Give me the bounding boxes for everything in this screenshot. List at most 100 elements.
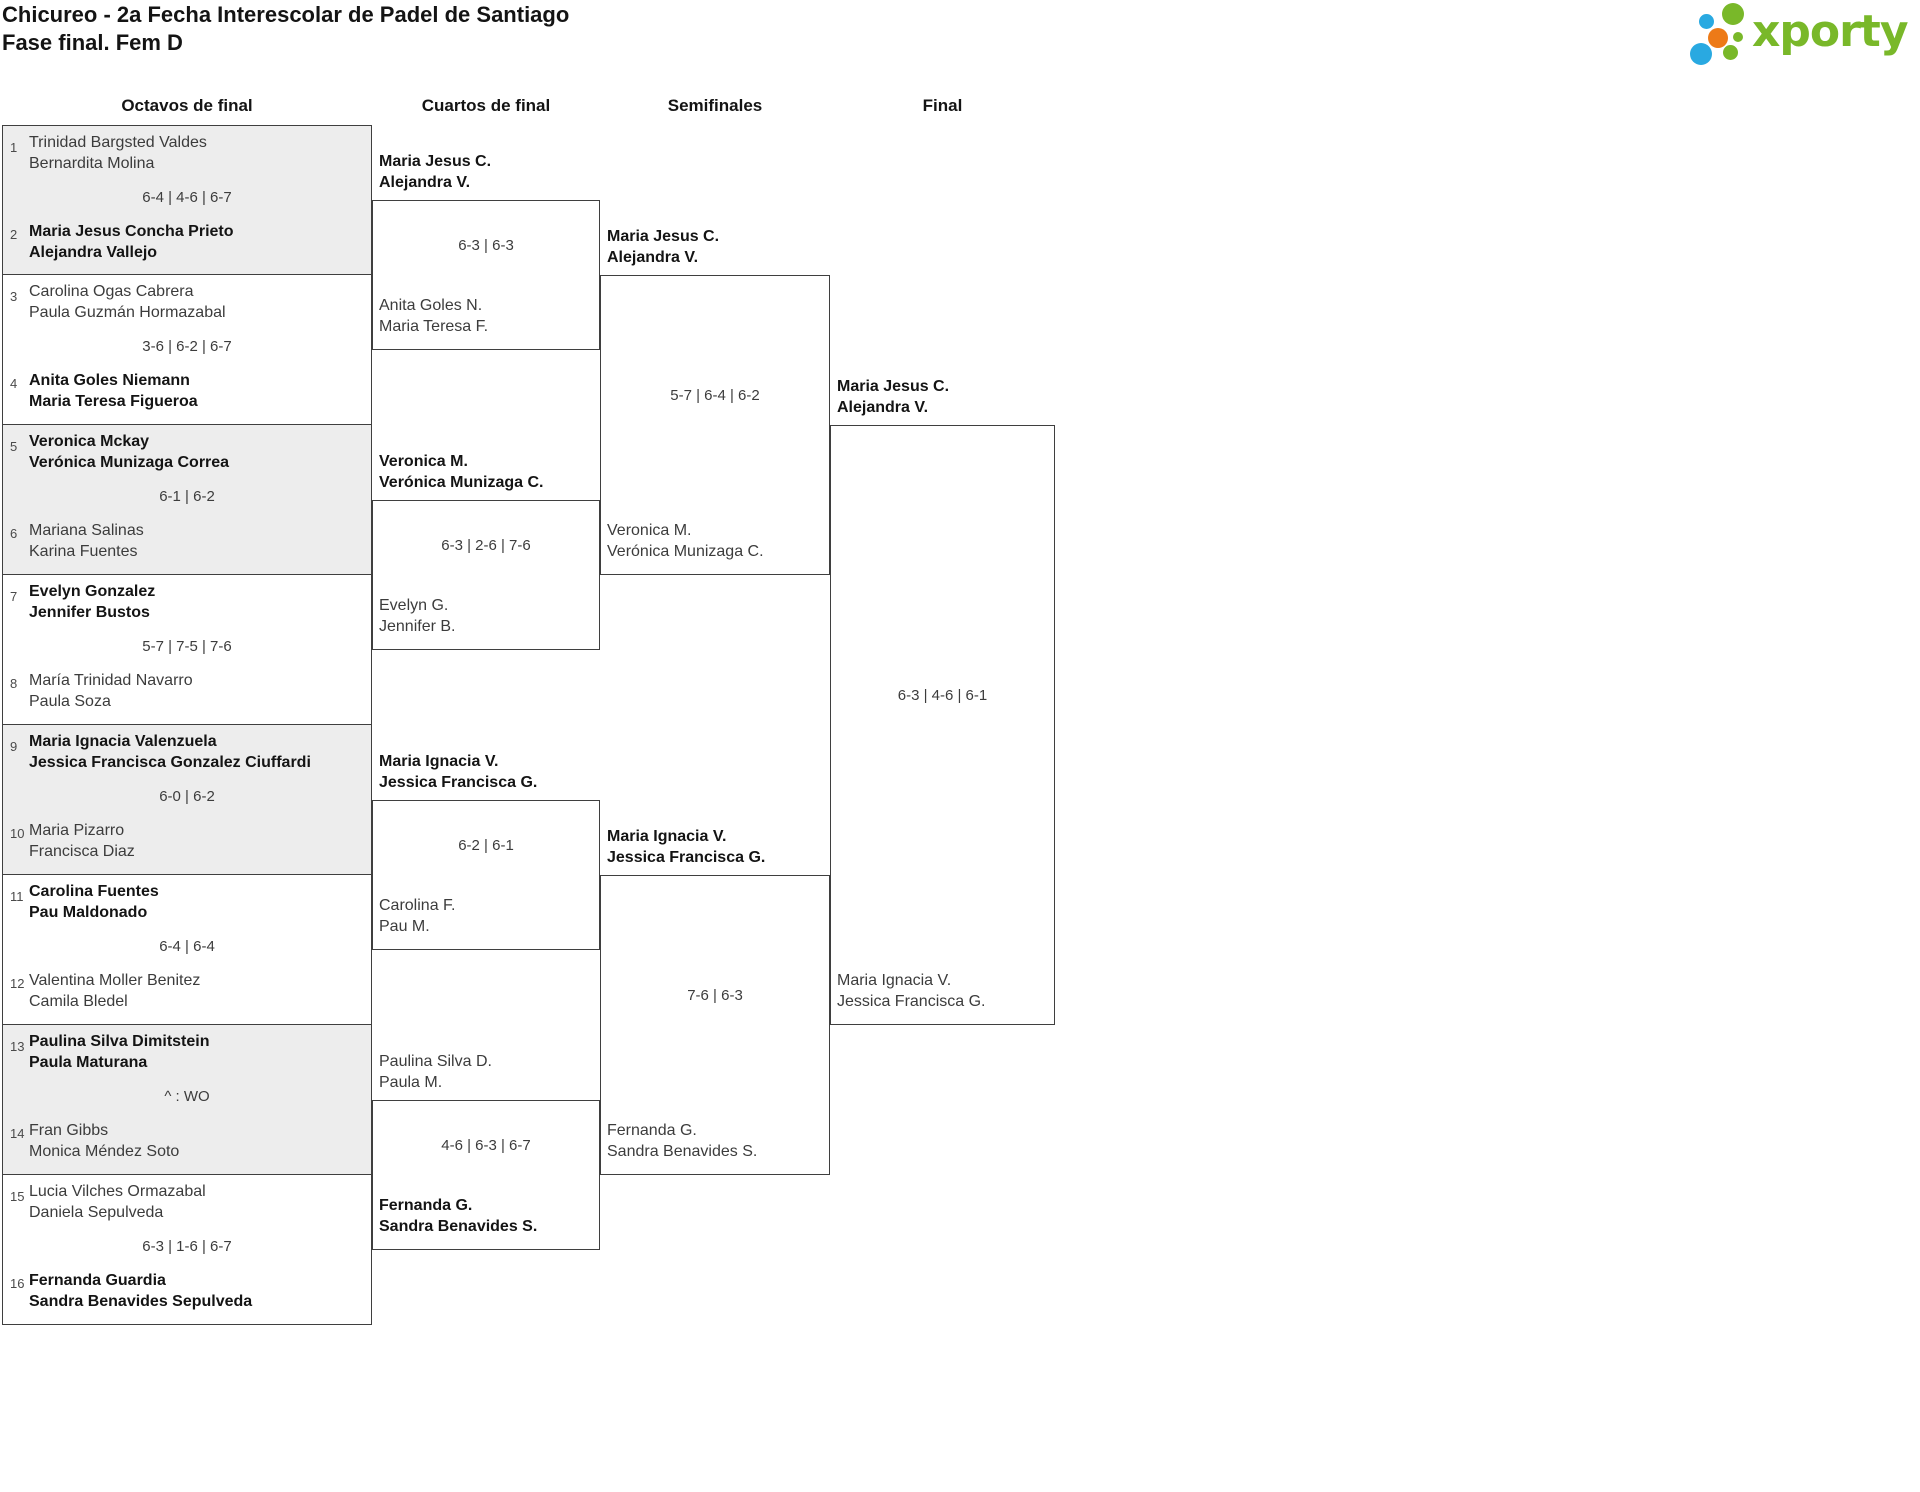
match-cuartos-de-final-3: Maria Ignacia V.Jessica Francisca G. 6-2 … — [372, 753, 600, 950]
seed-number-top: 11 — [10, 889, 24, 904]
match-score: 6-3 | 2-6 | 7-6 — [441, 537, 531, 554]
match-score: 6-3 | 4-6 | 6-1 — [897, 687, 988, 704]
team-player-line: Paulina Silva D. — [379, 1053, 492, 1070]
team-player-line: Anita Goles Niemann — [29, 372, 190, 389]
team-name-top: Maria Jesus C. Alejandra V. — [379, 151, 491, 193]
team-player-line: Fernanda Guardia — [29, 1272, 166, 1289]
team-player-line: Maria Ignacia Valenzuela — [29, 733, 217, 750]
team-player-line: Alejandra V. — [837, 399, 929, 416]
team-name-top: Maria Jesus C. Alejandra V. — [837, 376, 949, 418]
team-player-line: Jennifer B. — [379, 618, 456, 635]
team-player-line: Evelyn Gonzalez — [29, 583, 156, 600]
team-player-line: Alejandra V. — [379, 174, 471, 191]
team-player-line: Fernanda G. — [607, 1122, 697, 1139]
match-score: 7-6 | 6-3 — [687, 987, 743, 1004]
logo-dot-green-small — [1723, 45, 1738, 60]
seed-number-top: 13 — [10, 1039, 25, 1054]
team-player-line: Carolina F. — [379, 897, 456, 914]
team-player-line: Bernardita Molina — [29, 155, 155, 172]
team-player-line: Maria Jesus C. — [379, 153, 492, 170]
team-name-bottom: Veronica M. Verónica Munizaga C. — [607, 520, 764, 562]
match-score: 6-3 | 1-6 | 6-7 — [142, 1238, 232, 1255]
team-player-line: Veronica M. — [607, 522, 692, 539]
page-header: Chicureo - 2a Fecha Interescolar de Pade… — [2, 1, 569, 57]
team-name-top: Maria Ignacia V.Jessica Francisca G. — [379, 751, 537, 793]
team-player-line: Sandra Benavides Sepulveda — [29, 1293, 253, 1310]
team-player-line: María Trinidad Navarro — [29, 672, 193, 689]
round-header-semifinales: Semifinales — [667, 96, 763, 115]
team-player-line: Maria Jesus C. — [607, 228, 720, 245]
team-player-line: Paula M. — [379, 1074, 443, 1091]
team-player-line: Maria Ignacia V. — [379, 753, 499, 770]
team-player-line: Monica Méndez Soto — [29, 1143, 180, 1160]
team-player-line: Pau Maldonado — [29, 904, 148, 921]
team-player-line: Jessica Francisca G. — [837, 993, 986, 1010]
team-name-top: Maria Ignacia V.Jessica Francisca G. — [607, 826, 765, 868]
team-player-line: Pau M. — [379, 918, 430, 935]
seed-number-top: 7 — [10, 589, 18, 604]
seed-number-bottom: 4 — [10, 376, 18, 391]
team-name-bottom: Anita Goles N.Maria Teresa F. — [379, 295, 488, 337]
seed-number-top: 15 — [10, 1189, 25, 1204]
match-final-1: Maria Jesus C. Alejandra V. 6-3 | 4-6 | 6-… — [830, 378, 1055, 1025]
team-player-line: Carolina Ogas Cabrera — [29, 283, 194, 300]
page-title: Chicureo - 2a Fecha Interescolar de Pade… — [2, 2, 570, 27]
team-player-line: Evelyn G. — [379, 597, 449, 614]
team-player-line: Valentina Moller Benitez — [29, 972, 201, 989]
seed-number-bottom: 2 — [10, 227, 18, 242]
logo-dot-blue-small — [1699, 14, 1714, 29]
team-player-line: Fran Gibbs — [29, 1122, 109, 1139]
team-name-bottom: Maria Ignacia V.Jessica Francisca G. — [837, 970, 985, 1012]
team-player-line: Trinidad Bargsted Valdes — [29, 134, 207, 151]
team-name-bottom: Fernanda G.Sandra Benavides S. — [607, 1120, 757, 1162]
team-player-line: Maria Pizarro — [29, 822, 125, 839]
team-player-line: Jessica Francisca G. — [607, 849, 766, 866]
match-score: ^ : WO — [164, 1088, 210, 1105]
logo-dot-green-tiny — [1733, 32, 1743, 42]
round-header-octavos-de-final: Octavos de final — [121, 96, 253, 115]
seed-number-bottom: 10 — [10, 826, 25, 841]
team-player-line: Verónica Munizaga C. — [607, 543, 764, 560]
team-name-bottom: Evelyn G. Jennifer B. — [379, 595, 455, 637]
logo-dot-green-large — [1722, 3, 1744, 25]
team-player-line: Daniela Sepulveda — [29, 1204, 164, 1221]
team-name-top: Paulina Silva D. Paula M. — [379, 1051, 492, 1093]
logo-dot-orange — [1708, 28, 1728, 48]
team-player-line: Paula Soza — [29, 693, 111, 710]
team-player-line: Paula Maturana — [29, 1054, 148, 1071]
match-semifinales-1: Maria Jesus C.Alejandra V.5-7 | 6-4 | 6-… — [600, 228, 830, 575]
seed-number-bottom: 8 — [10, 676, 18, 691]
match-score: 6-4 | 4-6 | 6-7 — [142, 189, 232, 206]
team-player-line: Jennifer Bustos — [29, 604, 150, 621]
match-score: 6-2 | 6-1 — [458, 837, 514, 854]
seed-number-bottom: 16 — [10, 1276, 25, 1291]
team-name-bottom: Fernanda G.Sandra Benavides S. — [379, 1195, 537, 1237]
match-cuartos-de-final-2: Veronica M.Verónica Munizaga C. 6-3 | 2-6… — [372, 453, 600, 650]
match-semifinales-2: Maria Ignacia V.Jessica Francisca G. 7-6 … — [600, 828, 830, 1175]
team-name-top: Veronica M.Verónica Munizaga C. — [379, 451, 543, 493]
team-player-line: Maria Jesus C. — [837, 378, 950, 395]
team-player-line: Anita Goles N. — [379, 297, 483, 314]
match-score: 6-4 | 6-4 — [159, 938, 215, 955]
seed-number-bottom: 6 — [10, 526, 18, 541]
seed-number-top: 3 — [10, 289, 18, 304]
xporty-dots-icon — [1688, 1, 1748, 65]
